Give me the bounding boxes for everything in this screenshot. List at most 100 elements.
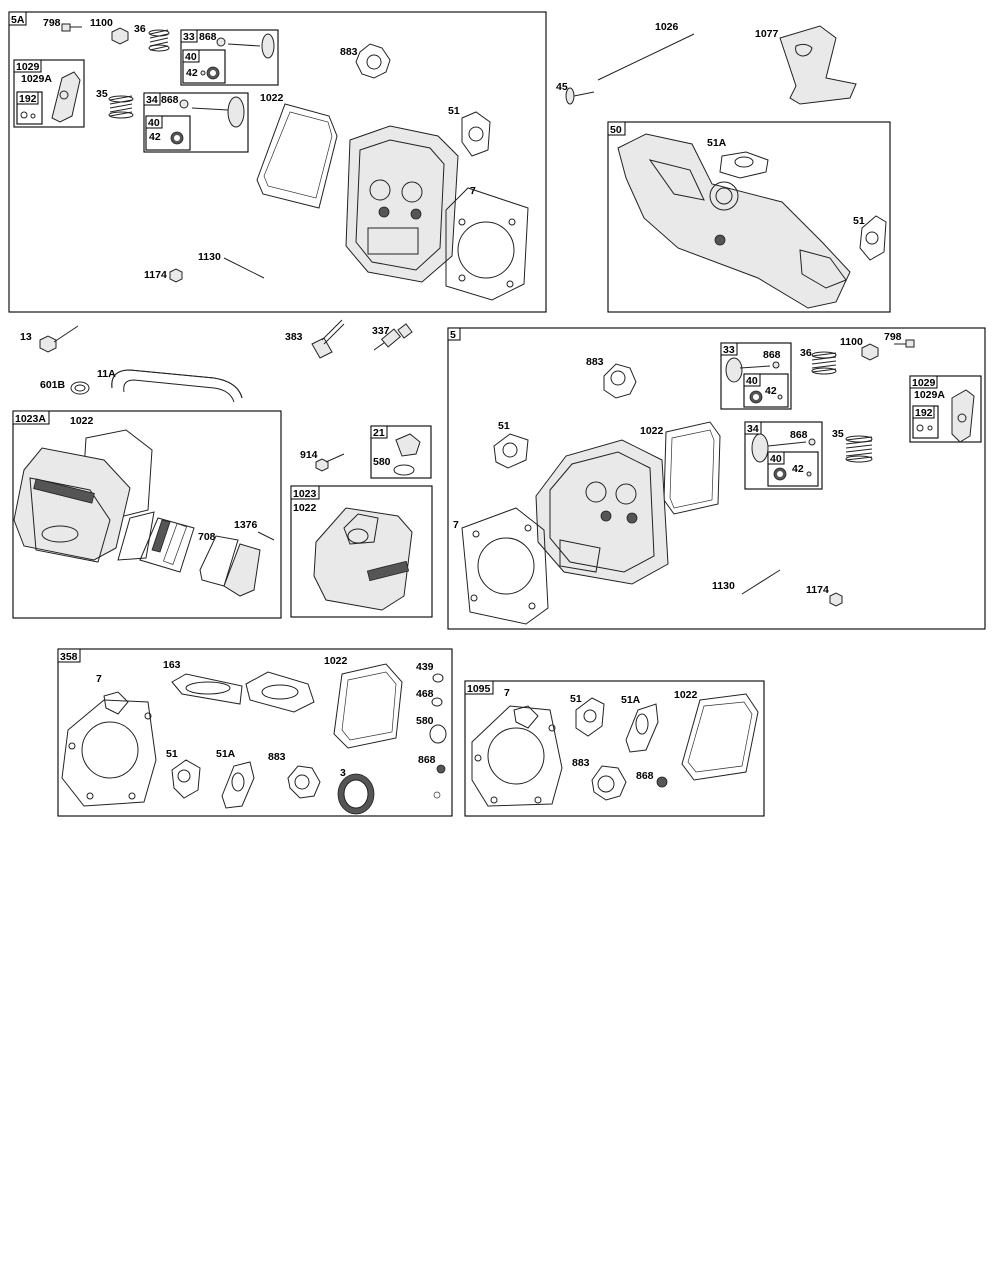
- connector-383: [311, 319, 345, 359]
- hose-11A: [111, 369, 243, 403]
- label-439: 439: [416, 661, 434, 673]
- spring-36: [811, 351, 837, 375]
- middle-center-parts: 914 21 580 1023 1022: [290, 425, 433, 618]
- label-1130: 1130: [712, 580, 735, 592]
- seal-868: [436, 764, 446, 774]
- spring-36: [148, 29, 170, 52]
- ring-468: [431, 697, 443, 707]
- valve-34: [170, 96, 245, 145]
- screw-1376: [257, 531, 275, 541]
- spark-plug-337: [373, 323, 413, 351]
- group-33-tag: 33: [183, 31, 195, 43]
- label-1100: 1100: [840, 336, 863, 348]
- label-868: 868: [161, 94, 179, 106]
- label-42: 42: [186, 67, 198, 79]
- label-1022: 1022: [324, 655, 348, 667]
- gasket-51: [171, 759, 201, 799]
- seal-3: [337, 773, 375, 815]
- gasket-plate: [245, 671, 315, 713]
- label-868: 868: [790, 429, 808, 441]
- label-51A: 51A: [621, 694, 641, 706]
- head-gasket-7: [461, 507, 549, 625]
- label-51: 51: [853, 215, 865, 227]
- group-40-tag: 40: [770, 453, 782, 465]
- breather-cover: [223, 543, 261, 597]
- label-1174: 1174: [806, 584, 829, 596]
- nut-1174: [829, 592, 843, 607]
- label-798: 798: [884, 331, 902, 343]
- middle-left-parts: 13 11A 601B 383 337 1023A 1022: [12, 319, 413, 619]
- screw-798: [894, 339, 915, 348]
- valve-cover-1023: [313, 507, 413, 611]
- label-45: 45: [556, 81, 568, 93]
- valve-45: [565, 87, 595, 105]
- gasket-51A: [221, 761, 255, 809]
- gasket-1022: [256, 103, 338, 209]
- label-798: 798: [43, 17, 61, 29]
- stud-1130: [223, 257, 265, 279]
- nut-1174: [169, 268, 183, 283]
- label-7: 7: [96, 673, 102, 685]
- label-914: 914: [300, 449, 318, 461]
- top-right-parts: 1026 45 1077 50 51A 51: [556, 21, 891, 313]
- ring-439: [432, 673, 444, 683]
- dipstick-cap-21: [393, 433, 421, 476]
- label-51: 51: [166, 748, 178, 760]
- label-1174: 1174: [144, 269, 167, 281]
- label-36: 36: [134, 23, 146, 35]
- label-51: 51: [570, 693, 582, 705]
- gasket-1022: [663, 421, 721, 515]
- label-51A: 51A: [216, 748, 236, 760]
- group-1023-tag: 1023: [293, 488, 317, 500]
- gasket-708: [199, 535, 239, 587]
- cylinder-head: [345, 125, 459, 283]
- label-42: 42: [792, 463, 804, 475]
- head-gasket-7: [471, 705, 563, 807]
- seal-868: [656, 776, 668, 788]
- label-1026: 1026: [655, 21, 679, 33]
- label-1376: 1376: [234, 519, 258, 531]
- group-5: 5 883 51 1022 7: [447, 327, 986, 630]
- label-7: 7: [453, 519, 459, 531]
- group-5A: 5A 798 1100 36 33 868 40 42: [8, 11, 547, 313]
- group-358-tag: 358: [60, 651, 78, 663]
- label-468: 468: [416, 688, 434, 700]
- gasket-163: [171, 673, 243, 705]
- label-35: 35: [96, 88, 108, 100]
- label-42: 42: [765, 385, 777, 397]
- label-708: 708: [198, 531, 216, 543]
- bracket-1077: [779, 25, 857, 105]
- label-601B: 601B: [40, 379, 66, 391]
- group-1029-tag: 1029: [16, 61, 40, 73]
- group-33-tag: 33: [723, 344, 735, 356]
- screw-914: [315, 453, 345, 472]
- push-rod-1026: [597, 33, 695, 81]
- head-gasket-7: [445, 187, 529, 301]
- label-1130: 1130: [198, 251, 221, 263]
- nut-1100: [111, 27, 129, 45]
- label-51: 51: [448, 105, 460, 117]
- gasket-51A: [719, 151, 769, 179]
- group-1023A-tag: 1023A: [15, 413, 46, 425]
- label-868: 868: [199, 31, 217, 43]
- gasket-51A: [625, 703, 659, 753]
- gasket-51: [575, 697, 605, 737]
- gasket-1022: [681, 693, 759, 781]
- group-34-tag: 34: [747, 423, 759, 435]
- label-13: 13: [20, 331, 32, 343]
- clamp-601B: [70, 381, 90, 395]
- rocker-arm-1029A: [20, 71, 81, 123]
- gasket-1022: [333, 663, 403, 749]
- head-gasket-7: [61, 691, 157, 807]
- label-580: 580: [416, 715, 434, 727]
- label-1029A: 1029A: [21, 73, 52, 85]
- gasket-883: [287, 765, 321, 799]
- label-1022: 1022: [640, 425, 664, 437]
- gasket-51: [493, 433, 529, 469]
- group-192-tag: 192: [915, 407, 933, 419]
- gasket-51: [461, 111, 491, 157]
- o-ring-580: [429, 724, 447, 744]
- stud-1130: [741, 569, 781, 595]
- gasket-883: [603, 363, 637, 399]
